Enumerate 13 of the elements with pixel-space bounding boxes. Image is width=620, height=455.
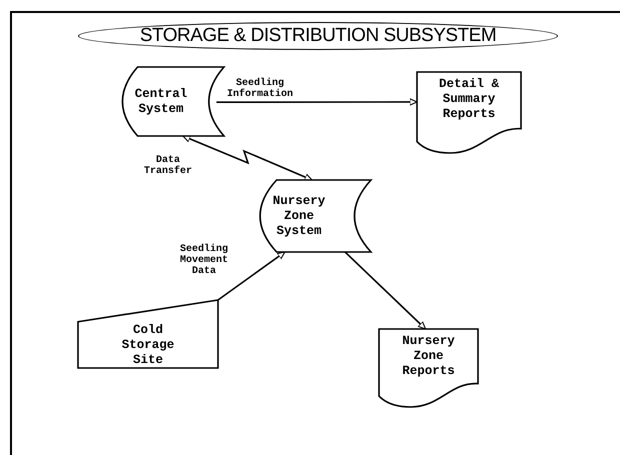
document-shape — [417, 72, 521, 153]
document-shape — [379, 329, 478, 407]
arrow — [182, 135, 313, 181]
manual-input-shape — [78, 300, 218, 368]
node-label: Cold Storage Site — [120, 322, 176, 368]
node-label: Nursery Zone Reports — [401, 334, 456, 379]
arrow — [216, 98, 418, 106]
node-label: Central System — [134, 86, 188, 116]
arrow — [218, 251, 286, 301]
arrow — [344, 251, 426, 330]
node-label: Nursery Zone System — [272, 194, 326, 238]
title-banner: STORAGE & DISTRIBUTION SUBSYSTEM — [78, 22, 558, 50]
node-label: Detail & Summary Reports — [438, 77, 500, 122]
